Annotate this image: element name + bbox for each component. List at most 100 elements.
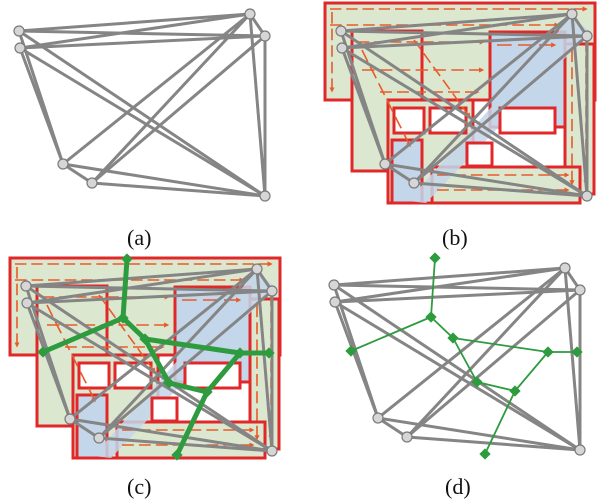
panel-a-node-1 (14, 42, 26, 54)
panel-c-edge-16 (68, 417, 101, 440)
panel-c-edge-7 (25, 301, 274, 453)
panel-a-node-0 (13, 25, 25, 37)
panel-d-edge-7 (333, 300, 582, 452)
panel-b-edge-0 (339, 12, 574, 33)
panel-a-node-6 (259, 190, 271, 202)
panel-c-edge-15 (97, 436, 274, 453)
panel-b-edge-6 (339, 29, 589, 198)
panel-c-node-0 (20, 280, 32, 292)
panel-c-dual-edge-0 (120, 256, 130, 321)
panel-c-node-3 (266, 285, 278, 297)
panel-d-dual-edge-1 (430, 316, 454, 339)
panel-c-dual-edge-6 (204, 350, 243, 395)
panel-d-edge-11 (405, 288, 582, 439)
panel-c-node-6 (266, 445, 278, 457)
panel-b-node-2 (566, 8, 578, 20)
panel-d-dual-node-8 (479, 448, 491, 460)
panel-d-dual-edge-3 (452, 337, 478, 383)
panel-d-dual-node-0 (429, 252, 441, 264)
panel-a-edge-16 (61, 162, 94, 185)
panel-d-dual-node-5 (542, 346, 554, 358)
panel-d-node-3 (574, 284, 586, 296)
panel-c-edge-14 (68, 417, 274, 453)
panel-d-dual-node-1 (425, 311, 437, 323)
panel-d-dual-node-7 (509, 385, 521, 397)
panel-a-graph (13, 8, 271, 202)
panel-d-dual-node-3 (345, 345, 357, 357)
panel-label-d: (d) (445, 474, 471, 499)
panel-c-dual-node-7 (201, 386, 213, 398)
panel-d-dual-edge-2 (350, 316, 432, 352)
panel-a-edge-11 (90, 34, 267, 185)
panel-d-edge-13 (563, 266, 582, 452)
panel-c-node-4 (64, 413, 76, 425)
panel-d-edge-5 (333, 300, 380, 420)
panel-a-edge-0 (17, 12, 252, 33)
panel-d-edge-2 (333, 266, 567, 304)
panel-c-dual-edge-8 (142, 336, 243, 356)
panel-b-node-1 (336, 42, 348, 54)
panel-c-edge-11 (97, 289, 274, 440)
panel-c-edge-2 (25, 267, 259, 305)
panel-d-dual-edge-7 (484, 390, 516, 455)
panel-c-dual-node-8 (171, 449, 183, 461)
panel-a-edge-3 (18, 34, 267, 50)
panel-d-dual-node-4 (471, 376, 483, 388)
panel-d-edge-9 (376, 266, 567, 420)
panel-c-dual-edge-2 (40, 315, 126, 355)
panel-b-edge-16 (383, 162, 416, 185)
panel-a-edge-13 (248, 12, 267, 198)
panel-b-regions-flow (323, 1, 597, 205)
panel-d-graph-dual (328, 252, 586, 460)
panel-c-regions-dual (8, 253, 282, 461)
panel-c-edge-3 (25, 289, 274, 305)
panel-d-dual-edge-6 (514, 351, 549, 392)
panel-c-node-1 (21, 297, 33, 309)
panel-c-dual-node-4 (163, 377, 175, 389)
panel-b-edge-15 (412, 181, 589, 198)
panel-c-dual-node-3 (37, 346, 49, 358)
panel-d-edge-0 (332, 266, 567, 287)
panel-b-node-5 (408, 177, 420, 189)
panel-a-node-3 (259, 30, 271, 42)
panel-d-node-4 (372, 412, 384, 424)
panel-d-edge-6 (332, 283, 582, 452)
panel-label-a: (a) (127, 225, 151, 250)
panel-d-edge-16 (376, 416, 409, 439)
panel-c-dual-node-2 (139, 333, 151, 345)
panel-b-edge-13 (570, 12, 589, 198)
panel-a-edge-7 (18, 46, 267, 198)
panel-c-dual-edge-3 (142, 336, 172, 386)
panel-c-node-2 (251, 263, 263, 275)
panel-b-node-3 (581, 30, 593, 42)
panel-c-dual-edge-4 (166, 380, 210, 395)
panel-d-node-6 (574, 444, 586, 456)
panel-c-edge-10 (97, 267, 259, 440)
panel-b-edge-11 (412, 34, 589, 185)
panel-c-edge-13 (255, 267, 274, 453)
panel-c-dual-node-6 (263, 347, 275, 359)
panel-a-edge-5 (18, 46, 65, 166)
panel-label-c: (c) (127, 474, 151, 499)
panel-b-flow-arrows-11 (361, 49, 410, 145)
panel-a-edge-6 (17, 29, 267, 198)
panel-b-edge-9 (383, 12, 574, 166)
panel-label-b: (b) (442, 225, 468, 250)
panel-c-dual-edge-1 (120, 315, 148, 342)
panel-d-dual-edge-4 (476, 381, 516, 392)
panel-b-edge-2 (340, 12, 574, 50)
panel-c-dual-edge-7 (174, 389, 210, 458)
panel-c-dual-node-5 (234, 347, 246, 359)
panel-d-edge-3 (333, 288, 582, 304)
panel-b-hole-3 (465, 141, 494, 168)
panel-b-hole-2 (498, 106, 557, 135)
panel-a-edge-14 (61, 162, 267, 198)
panel-a-edge-9 (61, 12, 252, 166)
panel-d-edge-15 (405, 435, 582, 452)
panel-a-node-2 (244, 8, 256, 20)
panel-c-node-5 (93, 432, 105, 444)
panel-c-edge-0 (24, 267, 259, 288)
panel-a-node-4 (57, 158, 69, 170)
panel-c-edge-5 (25, 301, 72, 421)
